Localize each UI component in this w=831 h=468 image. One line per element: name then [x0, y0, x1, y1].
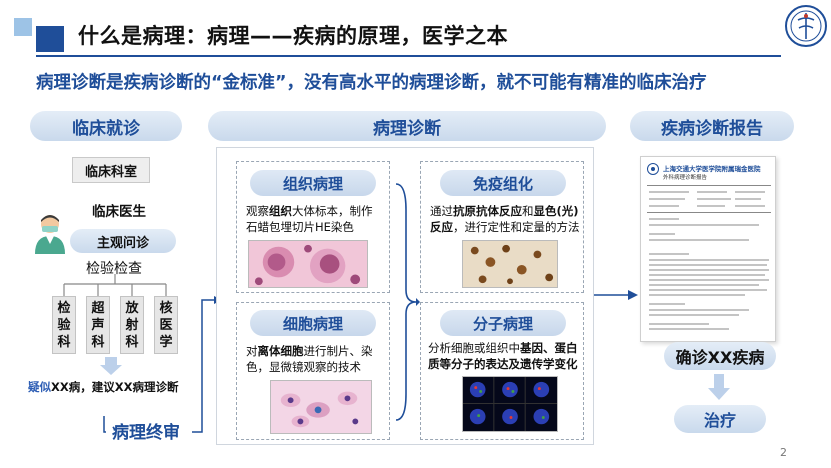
section-pathology: 病理诊断 — [208, 111, 606, 141]
exam-ultrasound-box: 超声科 — [86, 296, 110, 354]
section-clinical: 临床就诊 — [30, 111, 182, 141]
final-review-label: 病理终审 — [112, 423, 180, 443]
university-logo-icon — [785, 5, 827, 47]
down-arrow-treatment-icon — [708, 374, 730, 400]
exam-nuclear-box: 核医学 — [154, 296, 178, 354]
molecular-desc: 分析细胞或组织中基因、蛋白质等分子的表达及遗传学变化 — [428, 341, 578, 371]
hospital-logo-icon — [647, 163, 659, 175]
molecular-title: 分子病理 — [440, 310, 566, 336]
cell-cytology-image — [270, 380, 372, 434]
page-subtitle: 病理诊断是疾病诊断的“金标准”，没有高水平的病理诊断，就不可能有精准的临床治疗 — [36, 73, 707, 93]
tissue-he-stain-image — [248, 240, 368, 288]
to-report-arrow — [594, 290, 638, 300]
panel-connector-brace — [395, 183, 420, 421]
suspected-disease-text: 疑似XX病，建议XX病理诊断 — [28, 380, 179, 394]
cell-pathology-desc: 对离体细胞进行制片、染色，显微镜观察的技术 — [246, 344, 373, 374]
clinical-department-box: 临床科室 — [72, 157, 150, 183]
inquiry-pill: 主观问诊 — [70, 229, 176, 253]
doctor-icon — [35, 215, 65, 254]
immuno-stain-image — [462, 240, 558, 288]
clinical-doctor-label: 临床医生 — [92, 204, 146, 220]
report-doc-title: 外科病理诊断报告 — [663, 175, 708, 181]
header-divider — [36, 55, 781, 57]
header-deco-small-square — [14, 18, 32, 36]
header-deco-large-square — [36, 26, 64, 52]
tissue-pathology-title: 组织病理 — [250, 170, 376, 196]
exam-radiology-box: 放射科 — [120, 296, 144, 354]
page-title: 什么是病理：病理——疾病的原理，医学之本 — [78, 24, 508, 48]
exam-branch-lines — [63, 274, 167, 296]
immuno-title: 免疫组化 — [440, 170, 566, 196]
immuno-desc: 通过抗原抗体反应和显色(光)反应，进行定性和定量的方法 — [430, 204, 580, 234]
section-report: 疾病诊断报告 — [630, 111, 794, 141]
treatment-pill: 治疗 — [674, 405, 766, 433]
exam-lab-box: 检验科 — [52, 296, 76, 354]
pathology-report-document: 上海交通大学医学院附属瑞金医院 外科病理诊断报告 — [640, 156, 776, 342]
cell-pathology-title: 细胞病理 — [250, 310, 376, 336]
exams-label: 检验检查 — [86, 261, 142, 277]
down-arrow-icon — [100, 357, 122, 375]
report-hospital-name: 上海交通大学医学院附属瑞金医院 — [663, 165, 761, 173]
page-number: 2 — [780, 446, 787, 459]
diagnosis-confirmed-pill: 确诊XX疾病 — [664, 342, 776, 370]
molecular-fish-image — [462, 376, 558, 432]
tissue-pathology-desc: 观察组织大体标本，制作石蜡包埋切片HE染色 — [246, 204, 373, 234]
report-text-lines — [647, 185, 771, 330]
